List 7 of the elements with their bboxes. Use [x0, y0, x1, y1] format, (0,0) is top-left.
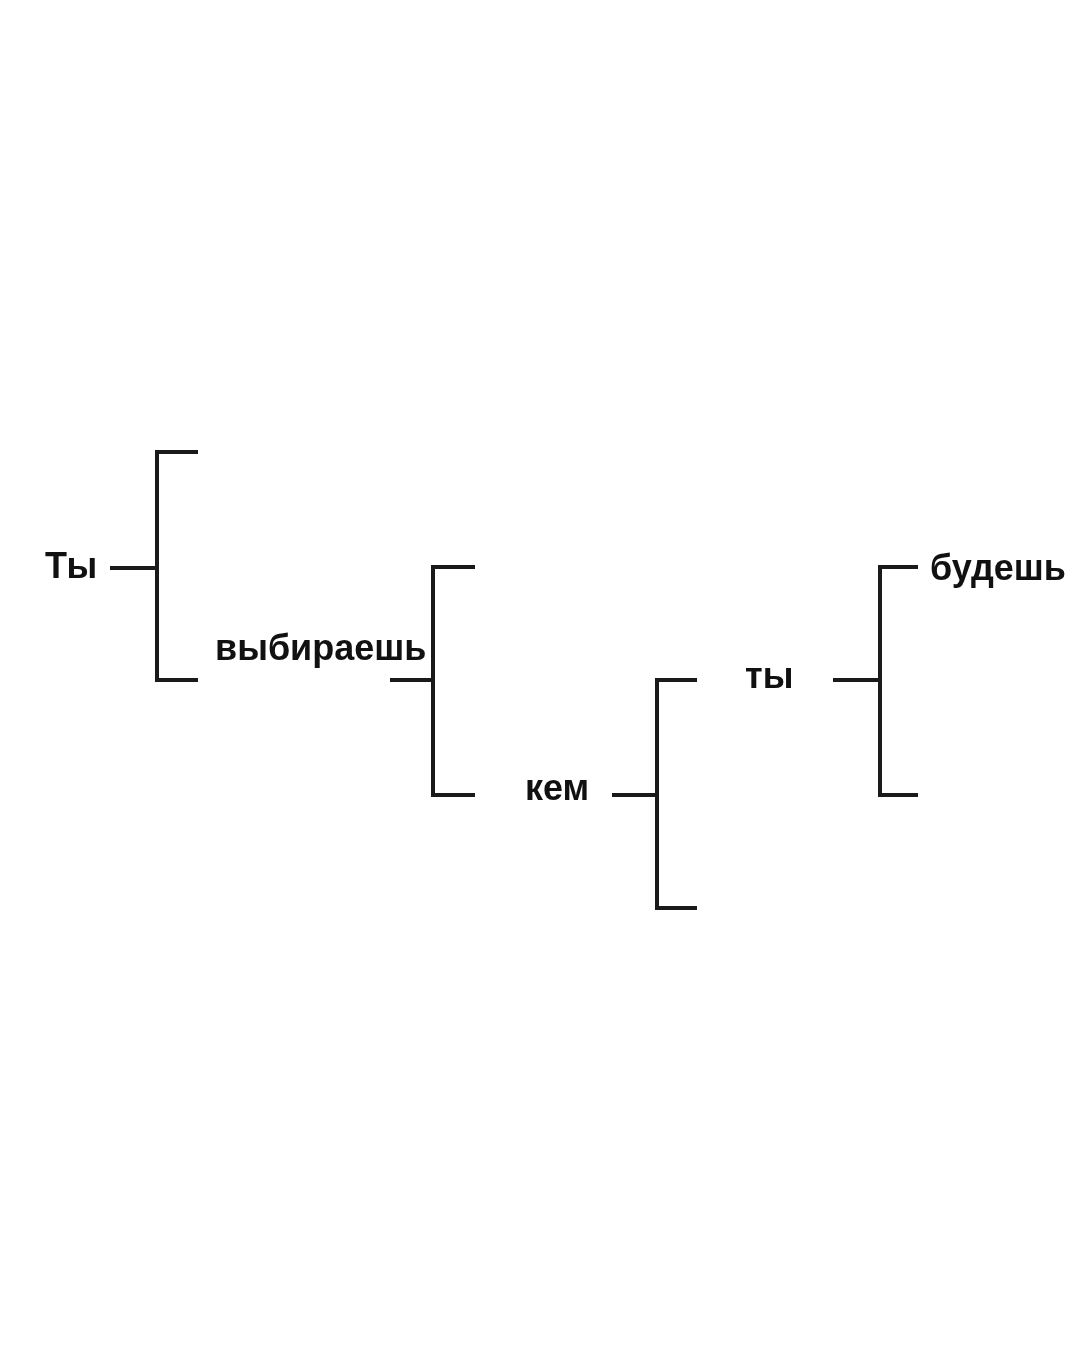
- bracket-line: [390, 678, 475, 797]
- tree-word: кем: [525, 768, 590, 808]
- tree-word: ты: [745, 656, 794, 696]
- tree-word: будешь: [930, 548, 1066, 588]
- bracket-line: [612, 793, 697, 910]
- tree-word: выбираешь: [215, 628, 427, 668]
- tree-word: Ты: [45, 546, 98, 586]
